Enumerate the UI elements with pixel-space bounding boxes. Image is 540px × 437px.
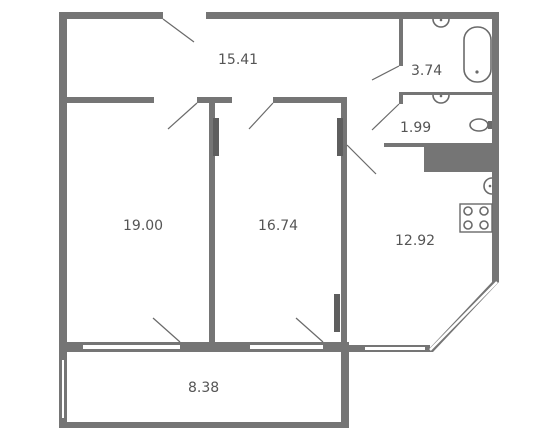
area-balcony: 8.38 — [188, 380, 219, 396]
area-bathroom: 3.74 — [411, 63, 442, 79]
area-bedroom-middle: 16.74 — [258, 218, 298, 234]
wall-bath-bottom — [399, 92, 493, 95]
balcony-right — [341, 352, 349, 428]
door-balcony-middle — [295, 317, 324, 343]
door-bath — [371, 65, 400, 81]
wall-bedroom-divider — [209, 97, 215, 343]
area-labels: 15.41 3.74 1.99 19.00 16.74 12.92 8.38 — [123, 52, 442, 396]
wall-right — [492, 12, 499, 280]
kitchen-window — [429, 281, 498, 351]
fixtures — [432, 18, 493, 233]
kitchen-niche — [424, 147, 493, 172]
area-bedroom-left: 19.00 — [123, 218, 163, 234]
area-kitchen: 12.92 — [395, 233, 435, 249]
wall-bedroom-divider-dark — [213, 118, 219, 156]
area-hall: 15.41 — [218, 52, 258, 68]
wall-middle-top — [273, 97, 347, 103]
wall-middle-right — [341, 97, 347, 343]
balcony-bottom — [59, 422, 349, 428]
kitchen-bottom-window — [365, 347, 425, 350]
wall-bath-left-mid — [399, 92, 403, 104]
wall-top-right — [206, 12, 499, 19]
door-kitchen — [346, 144, 377, 175]
wall-hall-left-bedroom — [59, 97, 154, 103]
window-middle-bedroom — [250, 345, 323, 349]
window-balcony-left — [62, 360, 64, 418]
wall-bath-left-top — [399, 18, 403, 66]
door-bedroom-middle — [248, 102, 274, 130]
door-entry — [162, 18, 195, 43]
area-wc: 1.99 — [400, 120, 431, 136]
window-left-bedroom — [83, 345, 180, 349]
door-balcony-left — [152, 317, 181, 343]
angled-wall-shape — [426, 276, 499, 352]
sink-icon-wc — [432, 94, 450, 104]
wall-middle-right-dark — [337, 118, 343, 156]
door-wc — [371, 103, 400, 131]
windows — [62, 345, 323, 418]
doors — [152, 18, 400, 343]
bathtub-icon — [463, 26, 492, 83]
toilet-icon — [469, 118, 492, 132]
wall-top-left — [59, 12, 163, 19]
wall-right-dark — [334, 294, 340, 332]
sink-icon — [432, 18, 450, 28]
wall-left — [59, 12, 67, 342]
wall-wc-bottom — [384, 143, 493, 147]
wall-bottom-left — [59, 342, 349, 352]
kitchen-angled-wall — [345, 276, 499, 352]
sink-icon-kitchen — [483, 177, 493, 195]
door-bedroom-left — [167, 102, 198, 130]
stove-icon — [459, 203, 493, 233]
